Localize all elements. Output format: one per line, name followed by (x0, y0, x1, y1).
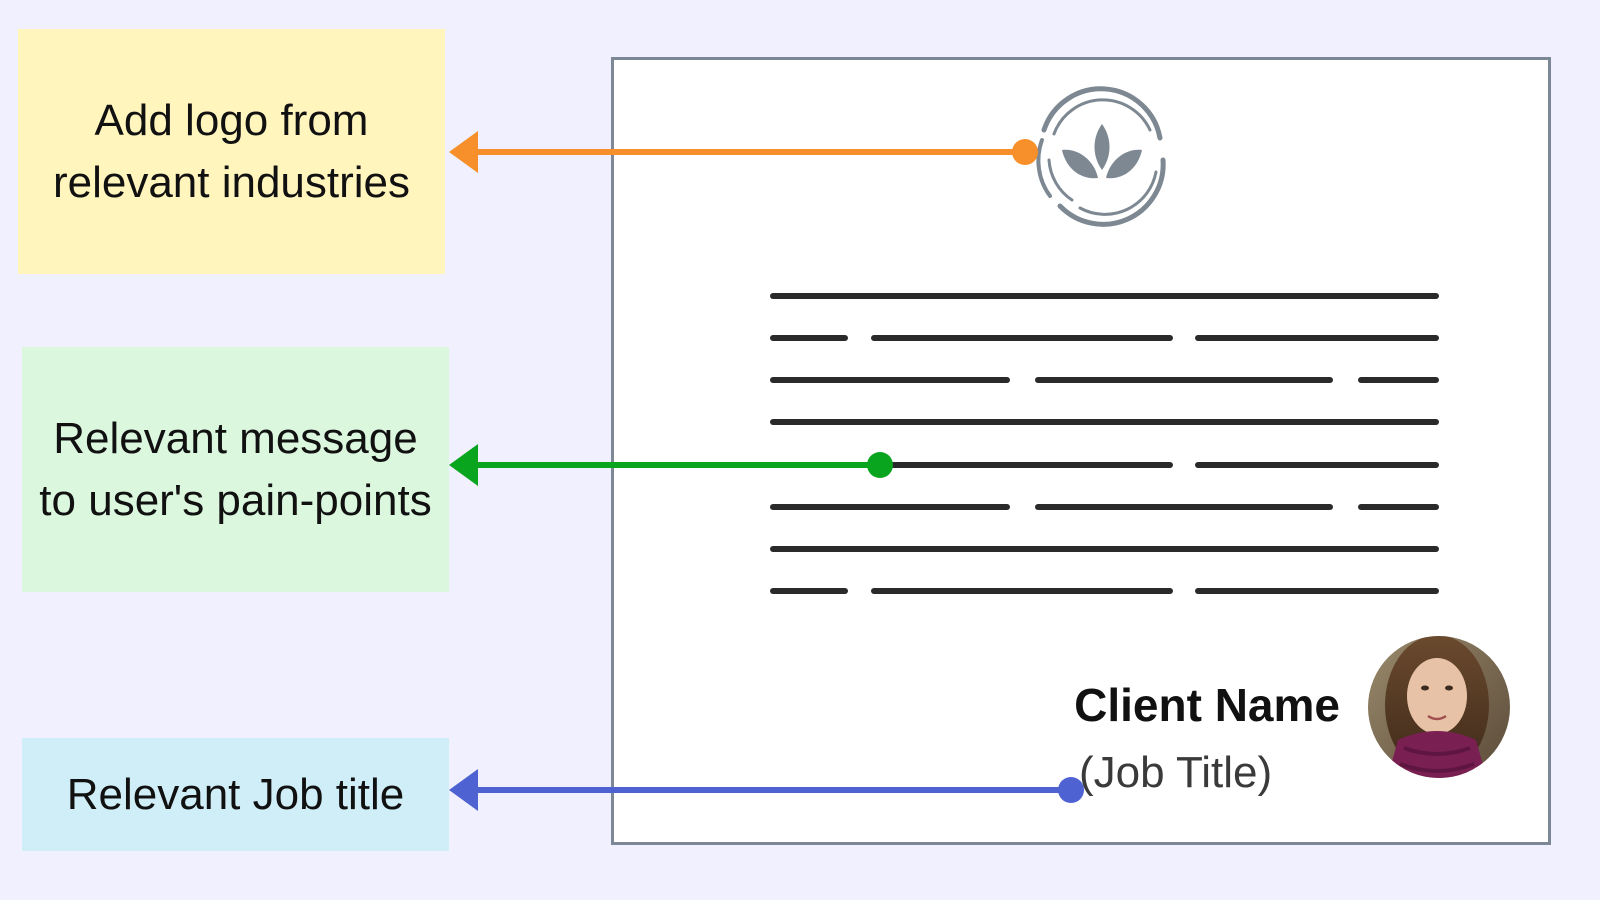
leaf-logo-icon (1036, 86, 1166, 227)
client-avatar (1368, 636, 1510, 778)
job-title-callout-text: Relevant Job title (66, 769, 405, 819)
placeholder-text-block (770, 293, 1439, 594)
message-callout-text: Relevant message to user's pain-points (39, 413, 432, 525)
message-callout: Relevant message to user's pain-points (22, 347, 449, 592)
client-job-title: (Job Title) (1079, 748, 1273, 797)
logo-callout: Add logo from relevant industries (18, 29, 445, 274)
job-title-connector-arrow (449, 769, 1084, 811)
job-title-callout: Relevant Job title (22, 738, 449, 851)
logo-connector-arrow (449, 131, 1038, 173)
message-connector-arrow (449, 444, 893, 486)
logo-callout-text: Add logo from relevant industries (52, 95, 411, 207)
client-name: Client Name (1074, 679, 1340, 731)
